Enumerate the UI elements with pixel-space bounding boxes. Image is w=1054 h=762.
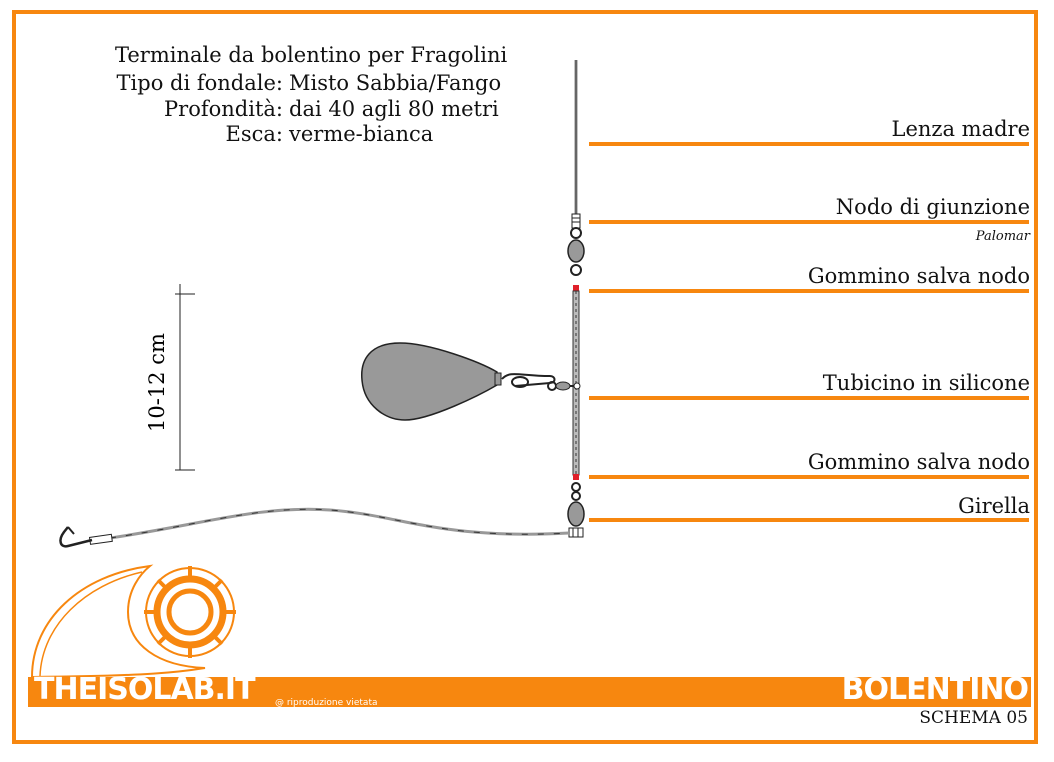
bottom-swivel-icon — [567, 482, 585, 538]
page-frame — [12, 10, 1038, 744]
diagram-title: Terminale da bolentino per Fragolini — [115, 43, 508, 67]
footer-bar — [28, 677, 1031, 707]
label-gommino-top: Gommino salva nodo — [807, 264, 1030, 288]
info-key: Esca: — [225, 122, 283, 146]
measure-label: 10-12 cm — [145, 333, 169, 432]
knot-icon — [571, 213, 581, 229]
label-nodo-giunzione: Nodo di giunzione — [835, 195, 1030, 219]
copyright-notice: @ riproduzione vietata — [275, 698, 378, 708]
logo-icon — [30, 564, 236, 679]
info-key: Tipo di fondale: — [116, 71, 283, 95]
bead-bottom — [573, 474, 579, 480]
label-tubicino: Tubicino in silicone — [822, 371, 1030, 395]
info-value: Misto Sabbia/Fango — [289, 71, 502, 95]
schema-number: SCHEMA 05 — [919, 708, 1028, 728]
info-key: Profondità: — [164, 97, 283, 121]
label-lenza-madre: Lenza madre — [891, 117, 1031, 141]
sinker-icon — [361, 342, 581, 421]
snood-line — [109, 507, 570, 540]
measure-bracket — [175, 284, 195, 471]
bead-top — [573, 285, 579, 291]
top-swivel-icon — [567, 227, 585, 276]
label-palomar: Palomar — [975, 229, 1030, 244]
label-lines — [589, 142, 1029, 522]
info-value: verme-bianca — [289, 122, 434, 146]
footer-title: BOLENTINO — [841, 672, 1029, 707]
info-value: dai 40 agli 80 metri — [289, 97, 499, 121]
label-girella: Girella — [958, 494, 1030, 518]
brand-name[interactable]: THEISOLAB.IT — [34, 672, 256, 707]
hook-icon — [59, 526, 113, 548]
label-gommino-bottom: Gommino salva nodo — [807, 450, 1030, 474]
